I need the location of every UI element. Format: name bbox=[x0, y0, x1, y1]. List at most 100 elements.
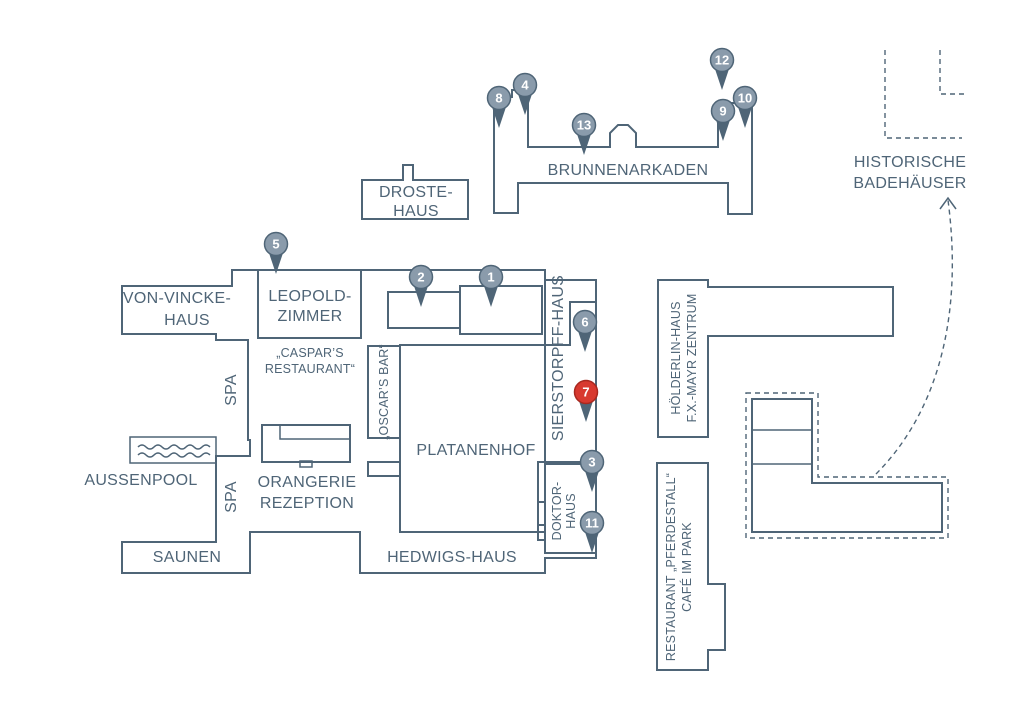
pool-waves bbox=[137, 444, 211, 458]
marker-pin-tail bbox=[584, 529, 600, 553]
room-oscar-annex bbox=[367, 461, 401, 477]
building-orangerie[interactable] bbox=[261, 424, 351, 463]
label-hedwigs-haus: HEDWIGS-HAUS bbox=[387, 549, 517, 566]
marker-pin-tail bbox=[517, 91, 533, 115]
marker-pin-icon bbox=[573, 379, 599, 405]
room-1[interactable] bbox=[459, 285, 543, 335]
label-caspars-restaurant: „CASPAR’S RESTAURANT“ bbox=[265, 346, 355, 376]
building-restaurant-pferdestall[interactable] bbox=[656, 462, 726, 671]
building-l-inner[interactable] bbox=[751, 398, 943, 533]
map-marker-2[interactable]: 2 bbox=[408, 264, 434, 308]
map-marker-1[interactable]: 1 bbox=[478, 264, 504, 308]
marker-number: 8 bbox=[495, 91, 502, 106]
svg-text:HAUS: HAUS bbox=[393, 203, 439, 220]
building-droste-haus[interactable] bbox=[361, 164, 469, 220]
marker-pin-icon bbox=[572, 309, 598, 335]
room-l-inner bbox=[751, 429, 813, 465]
marker-pin-tail bbox=[413, 283, 429, 307]
marker-pin-tail bbox=[578, 398, 594, 422]
building-leopold-zimmer[interactable] bbox=[257, 269, 362, 339]
label-von-vincke-haus: VON-VINCKE- HAUS bbox=[123, 290, 231, 329]
label-sierstorpff-haus: SIERSTORPFF-HAUS bbox=[550, 275, 567, 441]
label-platanenhof: PLATANENHOF bbox=[416, 442, 535, 459]
marker-pin-icon bbox=[263, 231, 289, 257]
courtyard-platanenhof[interactable] bbox=[399, 344, 546, 541]
svg-text:CAFÉ IM PARK: CAFÉ IM PARK bbox=[679, 522, 694, 612]
map-marker-12[interactable]: 12 bbox=[709, 47, 735, 91]
marker-number: 2 bbox=[417, 270, 424, 285]
aussenpool-basin[interactable] bbox=[129, 436, 217, 464]
marker-number: 5 bbox=[272, 237, 279, 252]
label-hoelderlin-haus: HÖLDERLIN-HAUS F.X.-MAYR ZENTRUM bbox=[669, 294, 699, 423]
label-leopold-zimmer: LEOPOLD- ZIMMER bbox=[268, 288, 351, 325]
svg-text:ORANGERIE: ORANGERIE bbox=[258, 474, 357, 491]
label-spa-upper: SPA bbox=[223, 374, 240, 406]
label-historische-badehaeuser: HISTORISCHE BADEHÄUSER bbox=[853, 154, 966, 192]
svg-text:HÖLDERLIN-HAUS: HÖLDERLIN-HAUS bbox=[669, 301, 683, 414]
arrow-head-icon bbox=[939, 196, 957, 210]
map-marker-11[interactable]: 11 bbox=[579, 510, 605, 554]
marker-pin-tail bbox=[737, 104, 753, 128]
map-marker-5[interactable]: 5 bbox=[263, 231, 289, 275]
svg-text:DOKTOR-: DOKTOR- bbox=[550, 482, 564, 541]
svg-text:VON-VINCKE-: VON-VINCKE- bbox=[123, 290, 231, 307]
label-restaurant-pferdestall: RESTAURANT „PFERDESTALL“ CAFÉ IM PARK bbox=[664, 473, 694, 661]
marker-pin-icon bbox=[579, 449, 605, 475]
label-spa-lower: SPA bbox=[223, 481, 240, 513]
marker-pin-tail bbox=[714, 66, 730, 90]
svg-text:„CASPAR’S: „CASPAR’S bbox=[276, 346, 344, 360]
marker-pin-icon bbox=[732, 85, 758, 111]
label-doktor-haus: DOKTOR- HAUS bbox=[550, 482, 578, 541]
marker-pin-icon bbox=[710, 98, 736, 124]
marker-pin-tail bbox=[576, 131, 592, 155]
marker-number: 3 bbox=[588, 455, 595, 470]
map-marker-3[interactable]: 3 bbox=[579, 449, 605, 493]
svg-text:LEOPOLD-: LEOPOLD- bbox=[268, 288, 351, 305]
map-marker-10[interactable]: 10 bbox=[732, 85, 758, 129]
svg-text:HAUS: HAUS bbox=[564, 493, 578, 529]
building-brunnenarkaden[interactable] bbox=[493, 89, 753, 215]
marker-pin-icon bbox=[408, 264, 434, 290]
map-marker-4[interactable]: 4 bbox=[512, 72, 538, 116]
svg-text:REZEPTION: REZEPTION bbox=[260, 495, 354, 512]
building-hoelderlin-haus[interactable] bbox=[657, 279, 894, 438]
map-marker-6[interactable]: 6 bbox=[572, 309, 598, 353]
path-arrow bbox=[875, 199, 954, 475]
svg-text:ZIMMER: ZIMMER bbox=[278, 308, 343, 325]
svg-text:RESTAURANT „PFERDESTALL“: RESTAURANT „PFERDESTALL“ bbox=[664, 473, 678, 661]
building-sierstorpff-haus[interactable] bbox=[544, 279, 597, 346]
orangerie-entrance bbox=[299, 460, 313, 468]
building-doktor-haus[interactable] bbox=[537, 461, 597, 554]
label-oscars-bar: „OSCAR’S BAR“ bbox=[377, 344, 391, 440]
label-orangerie-rezeption: ORANGERIE REZEPTION bbox=[258, 474, 357, 512]
map-marker-13[interactable]: 13 bbox=[571, 112, 597, 156]
marker-pin-icon bbox=[579, 510, 605, 536]
marker-pin-tail bbox=[268, 250, 284, 274]
marker-pin-icon bbox=[571, 112, 597, 138]
marker-pin-tail bbox=[577, 328, 593, 352]
svg-text:HISTORISCHE: HISTORISCHE bbox=[854, 154, 966, 171]
building-historische-badehaeuser bbox=[884, 50, 965, 139]
marker-number: 4 bbox=[521, 78, 529, 93]
label-brunnenarkaden: BRUNNENARKADEN bbox=[548, 162, 709, 179]
label-saunen: SAUNEN bbox=[153, 549, 221, 566]
marker-pin-icon bbox=[486, 85, 512, 111]
map-marker-9[interactable]: 9 bbox=[710, 98, 736, 142]
marker-number: 1 bbox=[487, 270, 494, 285]
svg-text:HAUS: HAUS bbox=[164, 312, 210, 329]
marker-number: 11 bbox=[585, 516, 599, 531]
map-marker-7[interactable]: 7 bbox=[573, 379, 599, 423]
marker-pin-tail bbox=[584, 468, 600, 492]
map-marker-8[interactable]: 8 bbox=[486, 85, 512, 129]
orangerie-inner bbox=[279, 424, 351, 440]
svg-text:F.X.-MAYR ZENTRUM: F.X.-MAYR ZENTRUM bbox=[685, 294, 699, 423]
marker-number: 12 bbox=[715, 53, 729, 68]
building-oscars-bar[interactable] bbox=[367, 345, 401, 439]
marker-number: 9 bbox=[719, 104, 726, 119]
svg-text:RESTAURANT“: RESTAURANT“ bbox=[265, 362, 355, 376]
marker-number: 13 bbox=[577, 118, 591, 133]
marker-pin-icon bbox=[478, 264, 504, 290]
svg-text:DROSTE-: DROSTE- bbox=[379, 184, 453, 201]
